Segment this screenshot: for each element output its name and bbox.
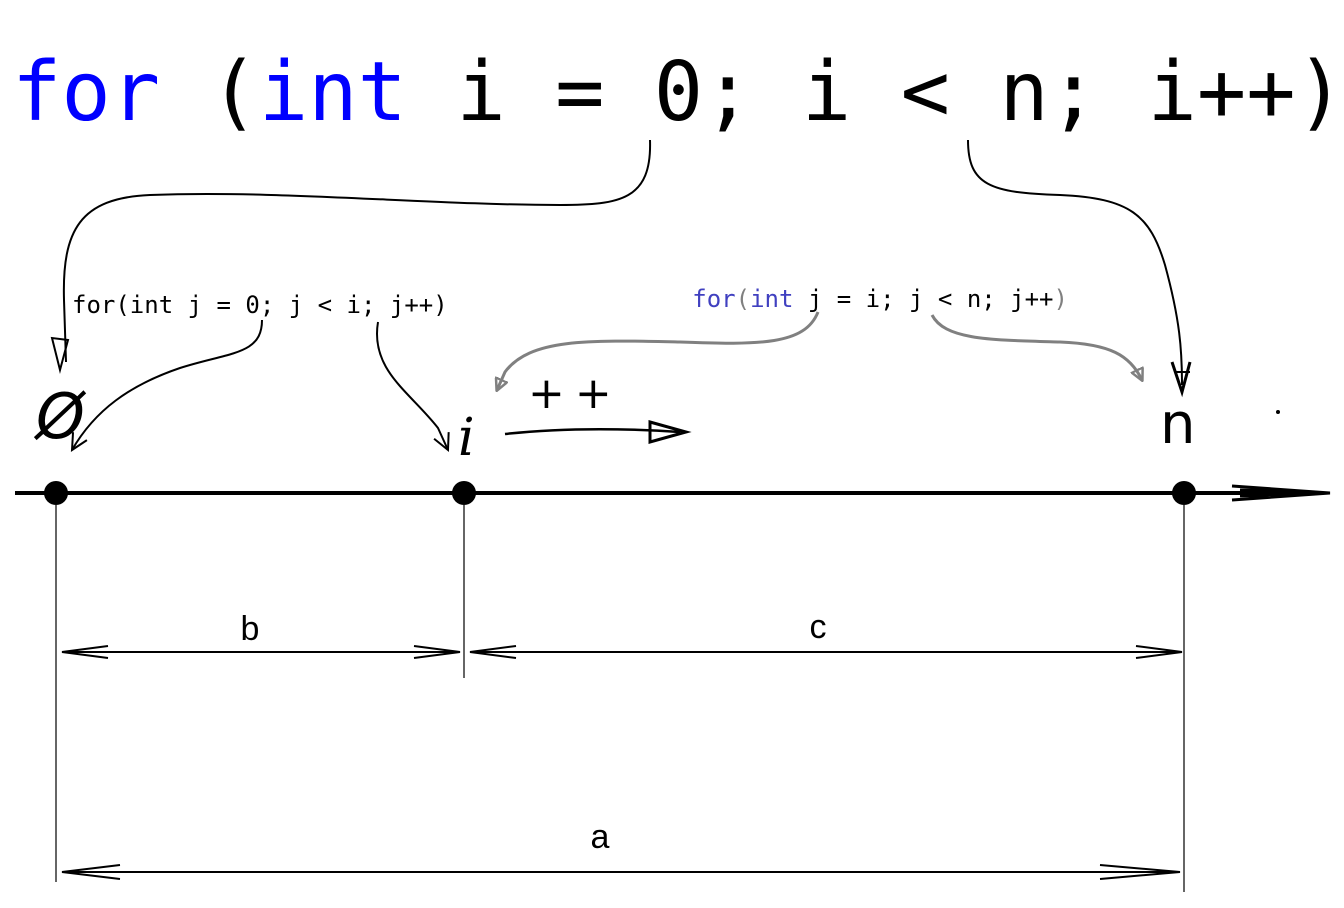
number-line-arrowhead — [1231, 484, 1331, 502]
keyword-for: for — [12, 45, 160, 140]
dimension-c-label: c — [810, 608, 827, 646]
point-i — [452, 481, 476, 505]
increment-arrow — [504, 427, 681, 436]
open-paren: ( — [209, 45, 258, 140]
dimension-b-label: b — [241, 610, 260, 648]
stray-dot — [1276, 410, 1280, 414]
loop-condition: i = 0; i < n; i++ — [407, 45, 1296, 140]
inner-i-connector — [375, 321, 450, 453]
inner-loop-left: for(int j = 0; j < i; j++) — [72, 291, 448, 319]
gray-n-connector — [930, 314, 1142, 380]
inner-zero-connector — [70, 319, 263, 452]
increment-label: ++ — [528, 368, 622, 419]
n-label: n — [1160, 392, 1196, 457]
zero-label: Ø — [33, 380, 87, 453]
keyword-int: int — [259, 45, 407, 140]
close-paren: ) — [1296, 45, 1344, 140]
point-n — [1172, 481, 1196, 505]
zero-connector — [62, 139, 652, 363]
inner-loop-right: for(int j = i; j < n; j++) — [620, 285, 1111, 313]
zero-arrowhead — [50, 336, 70, 374]
gray-i-connector — [497, 311, 820, 390]
keyword-int-right: int — [750, 285, 793, 313]
dimension-a-label: a — [591, 818, 610, 856]
point-zero — [44, 481, 68, 505]
main-loop-code: for (int i = 0; i < n; i++) — [12, 45, 1344, 140]
inner-right-condition: j = i; j < n; j++ — [793, 285, 1053, 313]
i-label: i — [458, 408, 475, 468]
keyword-for-right: for — [692, 285, 735, 313]
increment-arrowhead — [648, 420, 692, 444]
n-connector — [967, 139, 1183, 386]
